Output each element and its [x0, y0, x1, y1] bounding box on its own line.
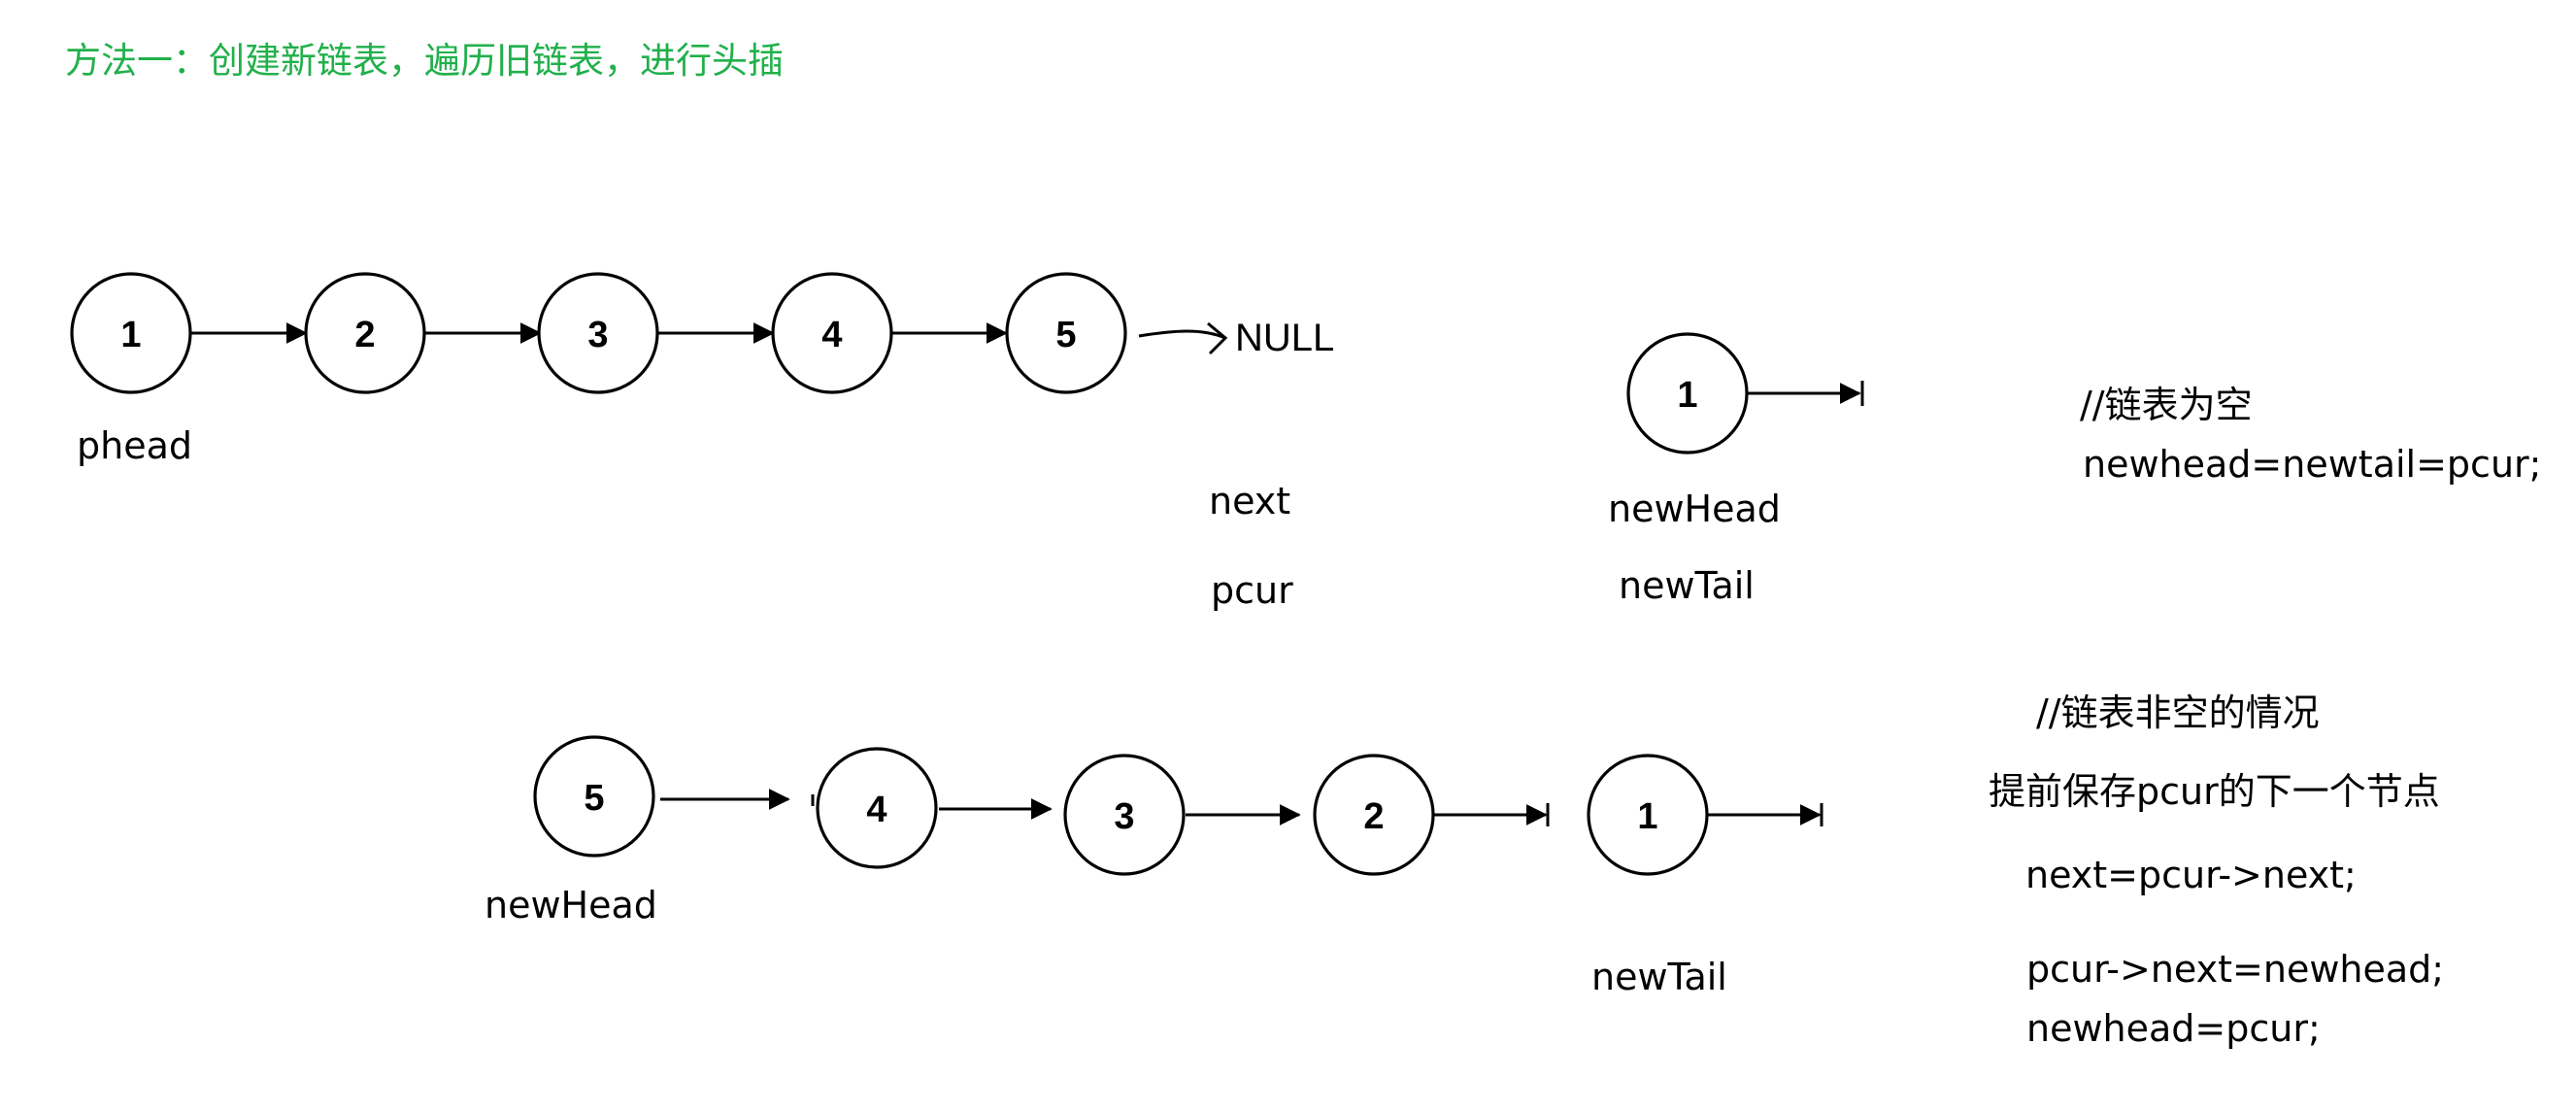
code-line: next=pcur->next; — [2025, 854, 2357, 896]
node-value: 3 — [1114, 796, 1134, 837]
node-value: 4 — [866, 790, 887, 830]
new-head-label: newHead — [1608, 488, 1781, 530]
node-value: 5 — [1055, 315, 1076, 355]
list-node: 3 — [537, 272, 659, 394]
code-line: pcur->next=newhead; — [2026, 948, 2445, 991]
code-line: newhead=pcur; — [2026, 1007, 2321, 1050]
null-label: NULL — [1235, 317, 1335, 359]
node-value: 2 — [1363, 796, 1384, 837]
list-node: 5 — [1005, 272, 1127, 394]
list-node: 1 — [70, 272, 192, 394]
new-tail-label: newTail — [1619, 564, 1755, 607]
reversed-list: 5 4 3 2 1 — [533, 735, 1823, 876]
node-value: 4 — [821, 315, 842, 355]
empty-case-node: 1 — [1626, 332, 1864, 454]
list-node: 3 — [1063, 754, 1186, 876]
list-node: 1 — [1587, 754, 1709, 876]
original-list: 1 2 3 4 5 — [70, 272, 1228, 394]
nonempty-case-note: 提前保存pcur的下一个节点 — [1989, 770, 2440, 813]
null-arrow — [1138, 329, 1226, 340]
list-node: 4 — [816, 747, 938, 869]
null-arrow-head — [1207, 321, 1228, 355]
list-node: 2 — [304, 272, 426, 394]
next-pointer-label: next — [1209, 480, 1291, 522]
node-value: 5 — [584, 778, 604, 819]
node-value: 1 — [1637, 796, 1657, 837]
list-node: 2 — [1313, 754, 1435, 876]
reversed-new-tail-label: newTail — [1591, 956, 1727, 998]
phead-label: phead — [77, 424, 192, 467]
node-value: 1 — [120, 315, 141, 355]
reversed-new-head-label: newHead — [485, 884, 657, 926]
empty-case-code: newhead=newtail=pcur; — [2083, 443, 2542, 486]
list-node: 5 — [533, 735, 655, 858]
node-value: 2 — [354, 315, 375, 355]
page-title: 方法一：创建新链表，遍历旧链表，进行头插 — [65, 40, 784, 82]
node-value: 1 — [1677, 375, 1697, 416]
list-node: 4 — [771, 272, 893, 394]
nonempty-case-comment: //链表非空的情况 — [2036, 691, 2320, 734]
pcur-pointer-label: pcur — [1211, 569, 1293, 612]
node-value: 3 — [587, 315, 608, 355]
empty-case-comment: //链表为空 — [2080, 384, 2253, 426]
